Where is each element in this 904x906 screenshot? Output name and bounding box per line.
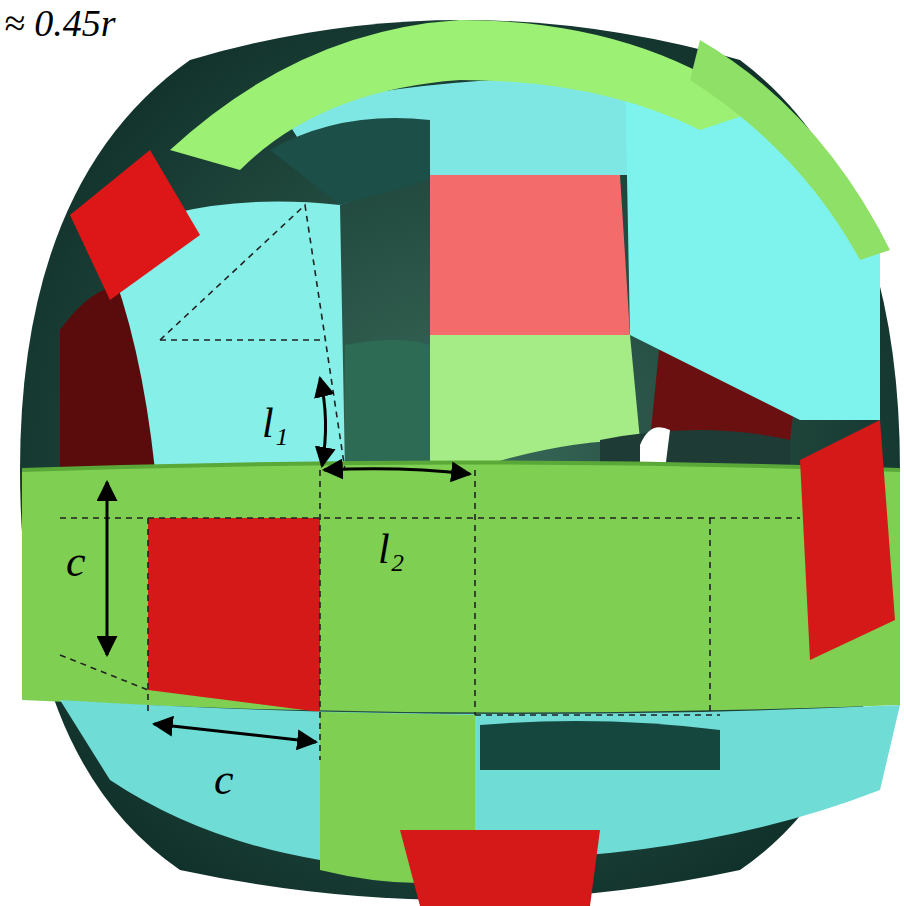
length-label: l₂ (378, 528, 404, 570)
ratio-note: ≈ 0.45r (4, 4, 116, 42)
length-label: l₁ (262, 402, 288, 444)
width-label: c (214, 758, 234, 802)
width-label: c (66, 540, 86, 584)
